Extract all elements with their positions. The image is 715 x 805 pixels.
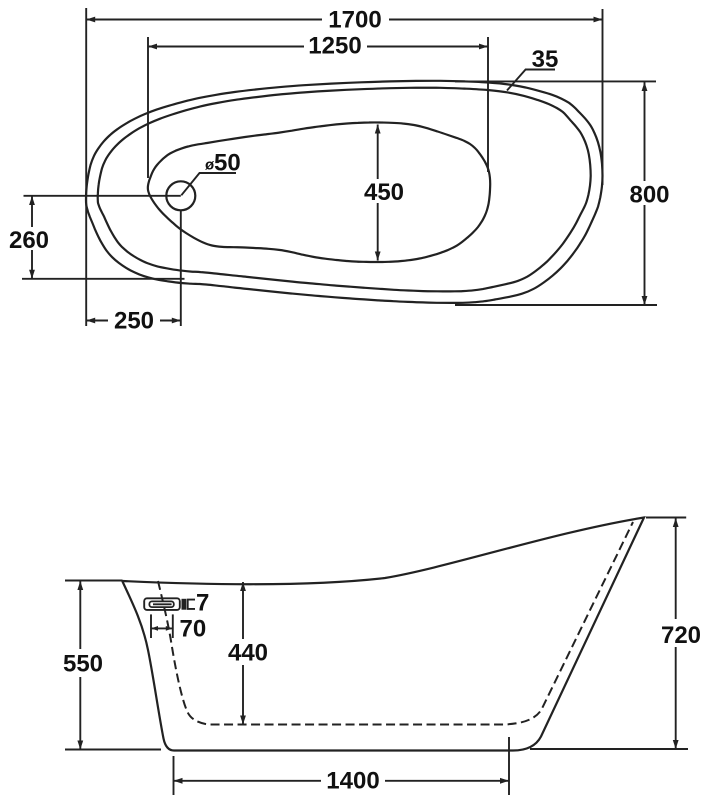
svg-text:7: 7 <box>196 590 209 617</box>
svg-text:1700: 1700 <box>328 7 381 34</box>
svg-text:ø: ø <box>205 157 215 174</box>
svg-text:440: 440 <box>228 640 268 667</box>
svg-text:800: 800 <box>629 182 669 209</box>
svg-text:70: 70 <box>180 615 207 642</box>
svg-text:50: 50 <box>214 150 241 177</box>
svg-text:450: 450 <box>364 179 404 206</box>
svg-text:250: 250 <box>114 308 154 335</box>
svg-text:720: 720 <box>661 622 701 649</box>
svg-text:1250: 1250 <box>308 33 361 60</box>
svg-text:35: 35 <box>532 46 559 73</box>
svg-text:260: 260 <box>9 227 49 254</box>
svg-text:550: 550 <box>63 651 103 678</box>
svg-text:1400: 1400 <box>326 768 379 795</box>
